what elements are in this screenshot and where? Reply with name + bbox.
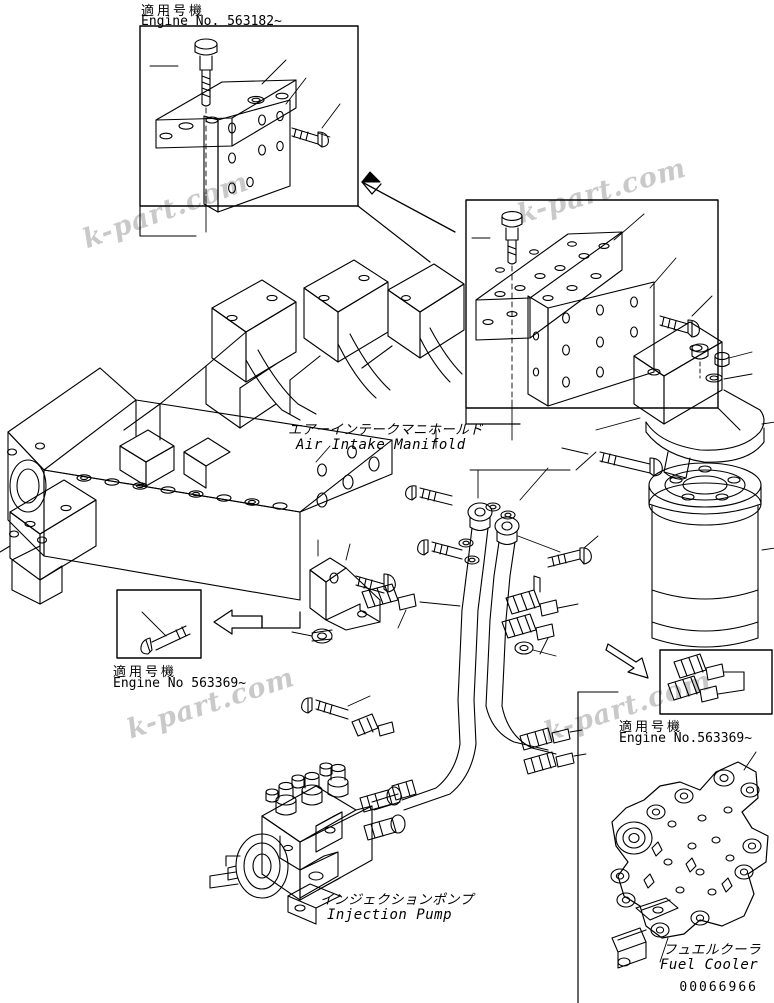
part-face-plate xyxy=(527,257,677,407)
part-bolt-horizontal xyxy=(291,103,341,148)
part-bolt-vertical xyxy=(194,38,218,233)
part-top-plate xyxy=(475,213,645,341)
part-bolt xyxy=(140,611,191,655)
drawing-number: 00066966 xyxy=(679,980,758,995)
caption-jp-air-intake-manifold: エアーインテークマニホールド xyxy=(288,422,484,438)
part-bolt-vertical xyxy=(501,211,523,441)
caption-jp-injection-pump: インジェクションポンプ xyxy=(320,892,474,908)
part-fuel-cooler xyxy=(577,691,769,1003)
part-filter-head xyxy=(561,321,774,480)
part-fuel-filter-cartridge xyxy=(648,462,774,648)
part-hose-clamp xyxy=(505,575,579,617)
part-hose-clamp xyxy=(501,613,555,655)
note-jp-bottom-right: 適用号機 xyxy=(619,720,684,735)
inset-box-bottom-right xyxy=(605,643,773,715)
note-jp-mid-left: 適用号機 xyxy=(113,665,178,680)
inset-box-top-left xyxy=(139,25,456,263)
caption-en-injection-pump: Injection Pump xyxy=(327,907,453,923)
part-flange-plate xyxy=(203,77,307,213)
part-hose-clamp xyxy=(667,675,745,703)
part-bracket-stay xyxy=(291,539,417,737)
caption-jp-fuel-cooler: フュエルクーラ xyxy=(663,942,761,958)
part-air-intake-manifold xyxy=(0,259,465,605)
inset-box-right xyxy=(465,199,741,441)
part-hose-clamp xyxy=(673,653,745,681)
inset-box-left xyxy=(116,589,301,659)
note-en-top-left: Engine No. 563182~ xyxy=(141,14,282,29)
part-fuel-lines xyxy=(371,467,587,811)
part-injection-pump xyxy=(209,762,406,925)
note-en-mid-left: Engine No 563369~ xyxy=(113,676,247,691)
part-bolts-cluster xyxy=(405,485,599,657)
caption-en-air-intake-manifold: Air Intake Manifold xyxy=(296,437,466,453)
note-jp-top-left: 適用号機 xyxy=(141,4,206,19)
leader-lines xyxy=(315,417,641,471)
caption-en-fuel-cooler: Fuel Cooler xyxy=(660,957,759,973)
note-en-bottom-right: Engine No.563369~ xyxy=(619,731,753,746)
